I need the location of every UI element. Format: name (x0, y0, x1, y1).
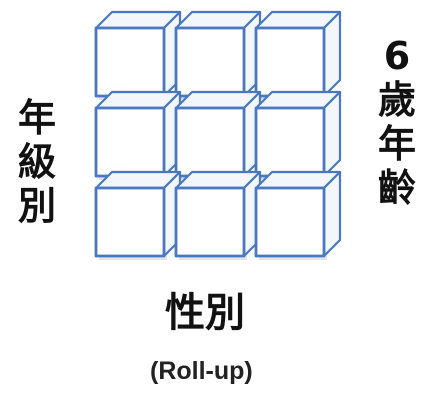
cube-front-face (174, 106, 246, 178)
cube-front-face (94, 26, 166, 98)
grade-label-char-1: 年 (18, 96, 57, 140)
cube-side-face (322, 10, 342, 98)
age-label-char-2: 歲 (378, 78, 417, 122)
cube-front-face (94, 106, 166, 178)
cube-r1-c2 (174, 10, 262, 100)
grade-label-char-2: 級 (18, 140, 57, 184)
cube-front-face (254, 186, 326, 258)
age-label-char-3: 年 (378, 122, 417, 166)
cube-side-face (322, 170, 342, 258)
cube-r3-c1 (94, 170, 182, 260)
cube-r2-c3 (254, 90, 342, 180)
cube-r1-c3 (254, 10, 342, 100)
grade-axis-label: 年 級 別 (18, 96, 56, 228)
cube-front-face (254, 26, 326, 98)
cube-r1-c1 (94, 10, 182, 100)
age-label-char-4: 齡 (378, 166, 417, 210)
rollup-caption: (Roll-up) (150, 357, 253, 385)
cube-front-face (254, 106, 326, 178)
cube-side-face (322, 90, 342, 178)
cube-r3-c3 (254, 170, 342, 260)
cube-front-face (174, 26, 246, 98)
grade-label-char-3: 別 (18, 184, 57, 228)
cube-r3-c2 (174, 170, 262, 260)
cube-front-face (94, 186, 166, 258)
gender-axis-label: 性別 (165, 290, 245, 336)
cube-r2-c2 (174, 90, 262, 180)
age-label-char-1: 6 (383, 34, 411, 78)
cube-r2-c1 (94, 90, 182, 180)
cube-front-face (174, 186, 246, 258)
age-axis-label: 6 歲 年 齡 (378, 34, 416, 210)
